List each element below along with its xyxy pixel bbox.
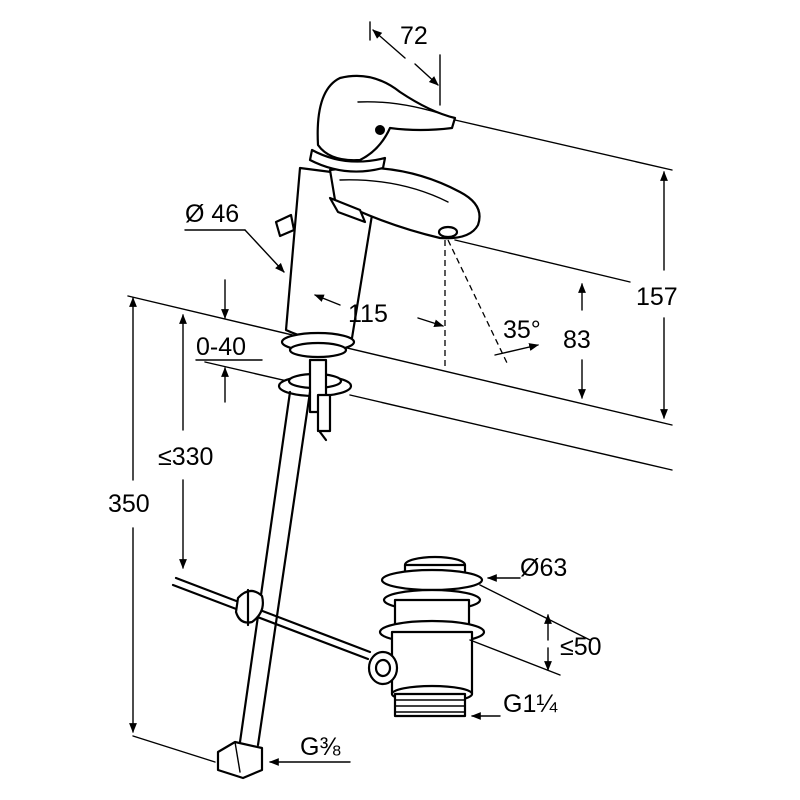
label-35-degrees: 35°	[503, 316, 541, 344]
waste-valve	[367, 555, 486, 718]
faucet-body	[274, 74, 481, 359]
label-max-50: ≤50	[560, 633, 602, 661]
label-g1-quarter: G1¼	[503, 690, 558, 718]
label-diameter-63: Ø63	[520, 554, 567, 582]
dimension-labels: 72 Ø 46 115 0-40 ≤330 350 157 83 35° Ø63…	[108, 22, 678, 761]
popup-rod	[171, 576, 372, 661]
label-0-40: 0-40	[196, 333, 246, 361]
label-115: 115	[348, 300, 388, 328]
label-350: 350	[108, 490, 150, 518]
label-83: 83	[563, 326, 591, 354]
label-diameter-46: Ø 46	[185, 200, 239, 228]
label-g-three-eighths: G⅜	[300, 733, 340, 761]
supply-hose	[216, 390, 312, 780]
dimension-lines	[129, 21, 673, 766]
label-157: 157	[636, 283, 678, 311]
mounting-hardware	[277, 358, 353, 442]
label-max-330: ≤330	[158, 443, 213, 471]
label-72: 72	[400, 22, 428, 50]
